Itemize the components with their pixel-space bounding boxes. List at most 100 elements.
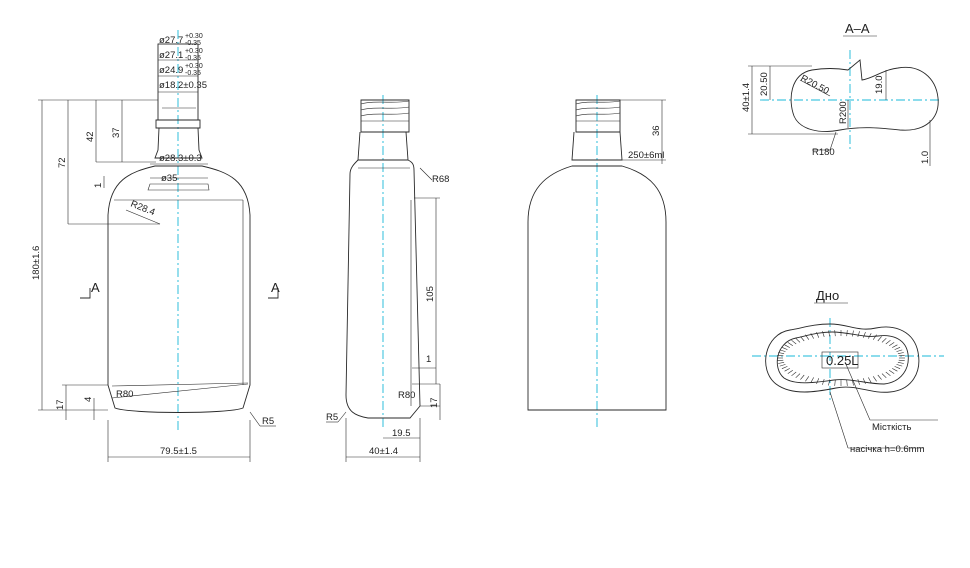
section-r-200: R200 <box>838 101 849 124</box>
neck-tol-plus-3: +0.30 <box>185 63 203 70</box>
knurl-tick <box>828 379 830 386</box>
knurl-tick <box>800 374 805 380</box>
front-view: ø27.7 +0.30 -0.35 ø27.1 +0.30 -0.35 ø24.… <box>31 30 280 462</box>
neck-tol-minus-3: -0.35 <box>185 70 201 77</box>
knurl-tick <box>846 379 848 386</box>
side-view: R68 105 1 R80 R5 17 19.5 40±1.4 <box>326 95 449 462</box>
dim-72: 72 <box>57 157 68 168</box>
knurl-tick <box>894 347 901 350</box>
knurl-tick <box>779 364 786 367</box>
knurl-tick <box>805 334 810 340</box>
neck-tol-plus-2: +0.30 <box>185 48 203 55</box>
dim-17: 17 <box>55 399 66 410</box>
knurl-tick <box>894 366 901 369</box>
neck-base-dia: ø28.3±0.3 <box>159 153 202 164</box>
side-dim-105: 105 <box>425 286 436 302</box>
section-mark-left: A <box>91 280 100 295</box>
knurl-tick <box>784 344 790 348</box>
knurl-tick <box>892 368 898 372</box>
knurl-tick <box>781 347 788 350</box>
knurl-tick <box>897 352 904 354</box>
bottom-title: Дно <box>816 288 839 303</box>
knurl-tick <box>791 371 797 377</box>
section-mark-right: A <box>271 280 280 295</box>
knurl-ring <box>777 330 905 386</box>
knurl-tick <box>787 369 793 374</box>
section-depth: 40±1.4 <box>741 83 752 112</box>
section-r-20-50: R20.50 <box>799 73 831 97</box>
knurl-tick <box>889 342 895 347</box>
knurl-tick <box>834 379 836 386</box>
knurl-tick <box>852 379 854 386</box>
bottom-view: Дно 0.25L Місткість насічка h=0.6mm <box>752 288 944 455</box>
outline-view: 36 250±6ml <box>527 95 667 430</box>
knurl-tick <box>898 355 905 357</box>
section-dim-19: 19.0 <box>874 76 885 95</box>
knurl-tick <box>816 378 820 385</box>
neck-tol-minus-1: -0.35 <box>185 40 201 47</box>
knurl-tick <box>872 334 877 340</box>
knurl-tick <box>777 359 784 361</box>
side-depth: 40±1.4 <box>369 446 398 457</box>
knurl-tick <box>897 362 904 364</box>
knurl-tick <box>892 344 898 348</box>
side-dim-19-5: 19.5 <box>392 428 411 439</box>
section-aa: A–A 40±1.4 20.50 R20.50 19.0 R200 R180 1… <box>741 21 940 166</box>
section-dim-1: 1.0 <box>920 151 931 164</box>
corner-radius: R5 <box>262 416 274 427</box>
knurl-tick <box>877 374 882 380</box>
knurl-tick <box>896 349 903 352</box>
bottom-capacity: 0.25L <box>826 353 859 368</box>
knurl-tick <box>885 339 891 345</box>
dim-4: 4 <box>83 397 94 402</box>
dim-1: 1 <box>93 183 104 188</box>
knurl-tick <box>846 330 848 337</box>
knurl-tick <box>889 369 895 374</box>
shoulder-dia: ø35 <box>161 173 177 184</box>
knurl-tick <box>862 378 866 385</box>
fill-level: 250±6ml <box>628 150 664 161</box>
dim-height: 180±1.6 <box>31 246 42 280</box>
shoulder-radius: R28.4 <box>129 199 157 219</box>
knurl-tick <box>896 364 903 367</box>
knurl-tick <box>868 377 872 383</box>
neck-tol-minus-2: -0.35 <box>185 55 201 62</box>
knurl-tick <box>885 371 891 377</box>
capacity-label: Місткість <box>872 422 911 433</box>
bottle-width: 79.5±1.5 <box>160 446 197 457</box>
knurl-tick <box>810 333 814 339</box>
knurl-tick <box>816 331 820 338</box>
knurl-tick <box>822 331 825 337</box>
section-dim-20-50: 20.50 <box>759 72 770 96</box>
knurl-tick <box>777 355 784 357</box>
knurl-tick <box>898 359 905 361</box>
knurl-tick <box>857 379 860 385</box>
section-r-180: R180 <box>812 147 835 158</box>
knurl-tick <box>800 336 805 342</box>
neck-dia-1: ø27.7 <box>159 35 183 46</box>
knurl-tick <box>868 333 872 339</box>
knurl-tick <box>795 373 801 379</box>
section-title: A–A <box>845 21 870 36</box>
knurl-tick <box>881 337 887 343</box>
knurl-tick <box>862 331 866 338</box>
side-dim-17: 17 <box>429 397 440 408</box>
side-top-radius: R68 <box>432 174 449 185</box>
knurl-tick <box>852 330 854 337</box>
neck-tol-plus-1: +0.30 <box>185 33 203 40</box>
knurl-tick <box>822 379 825 385</box>
knurl-tick <box>791 339 797 345</box>
neck-dia-3: ø24.9 <box>159 65 183 76</box>
knurl-tick <box>834 330 836 337</box>
knurl-tick <box>778 352 785 354</box>
side-dim-1: 1 <box>426 354 431 365</box>
base-radius: R80 <box>116 389 133 400</box>
knurl-tick <box>872 376 877 382</box>
neck-dia-4: ø18.2±0.35 <box>159 80 207 91</box>
neck-dia-2: ø27.1 <box>159 50 183 61</box>
dim-42: 42 <box>85 131 96 142</box>
knurl-tick <box>784 368 790 372</box>
knurl-tick <box>857 331 860 337</box>
knurl-tick <box>805 376 810 382</box>
